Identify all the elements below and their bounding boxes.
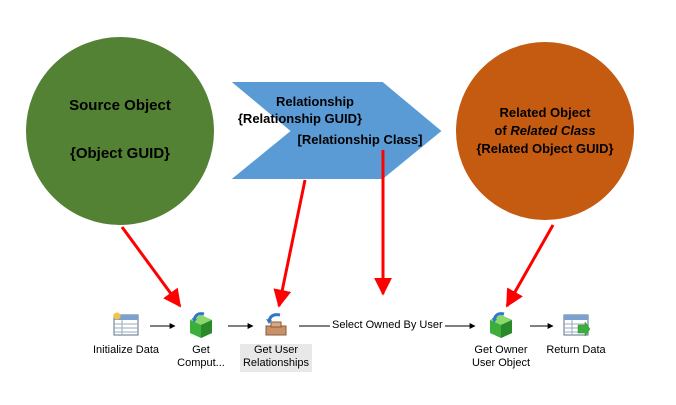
source-to-get-computer-arrow xyxy=(120,226,182,308)
step-label: Return Data xyxy=(546,344,606,356)
green-cube-icon xyxy=(183,310,219,340)
step-label: Initialize Data xyxy=(92,344,160,356)
source-object-title: Source Object xyxy=(69,97,171,114)
related-class-prefix: of xyxy=(494,123,511,138)
relationship-guid: {Relationship GUID} xyxy=(237,111,363,126)
step-get-owner-user-object[interactable]: Get Owner User Object xyxy=(463,310,539,370)
related-class-name: Related Class xyxy=(510,123,596,138)
related-object-circle xyxy=(454,40,636,222)
related-object-guid: {Related Object GUID} xyxy=(476,141,614,156)
select-owned-by-user-label[interactable]: Select Owned By User xyxy=(330,319,445,331)
relationship-class: [Relationship Class] xyxy=(297,132,423,147)
relationship-icon xyxy=(258,310,294,340)
related-object-class-line: of Related Class xyxy=(470,123,620,138)
step-label: Get Owner User Object xyxy=(471,344,531,369)
step-return-data[interactable]: Return Data xyxy=(538,310,614,357)
table-icon xyxy=(108,310,144,340)
related-object-title: Related Object xyxy=(499,105,591,120)
relationship-title: Relationship xyxy=(275,94,354,109)
related-to-get-owner-arrow xyxy=(505,224,555,308)
step-get-user-relationships[interactable]: Get User Relationships xyxy=(236,310,316,372)
step-initialize-data[interactable]: Initialize Data xyxy=(88,310,164,357)
step-label: Get User Relationships xyxy=(239,344,313,372)
step-get-computer[interactable]: Get Comput... xyxy=(168,310,234,370)
step-label: Get Comput... xyxy=(177,344,225,369)
source-object-guid: {Object GUID} xyxy=(69,145,171,162)
relationship-to-get-user-relationships-arrow xyxy=(273,179,307,308)
source-object-circle xyxy=(24,35,216,227)
green-cube-icon xyxy=(483,310,519,340)
table-return-icon xyxy=(558,310,594,340)
